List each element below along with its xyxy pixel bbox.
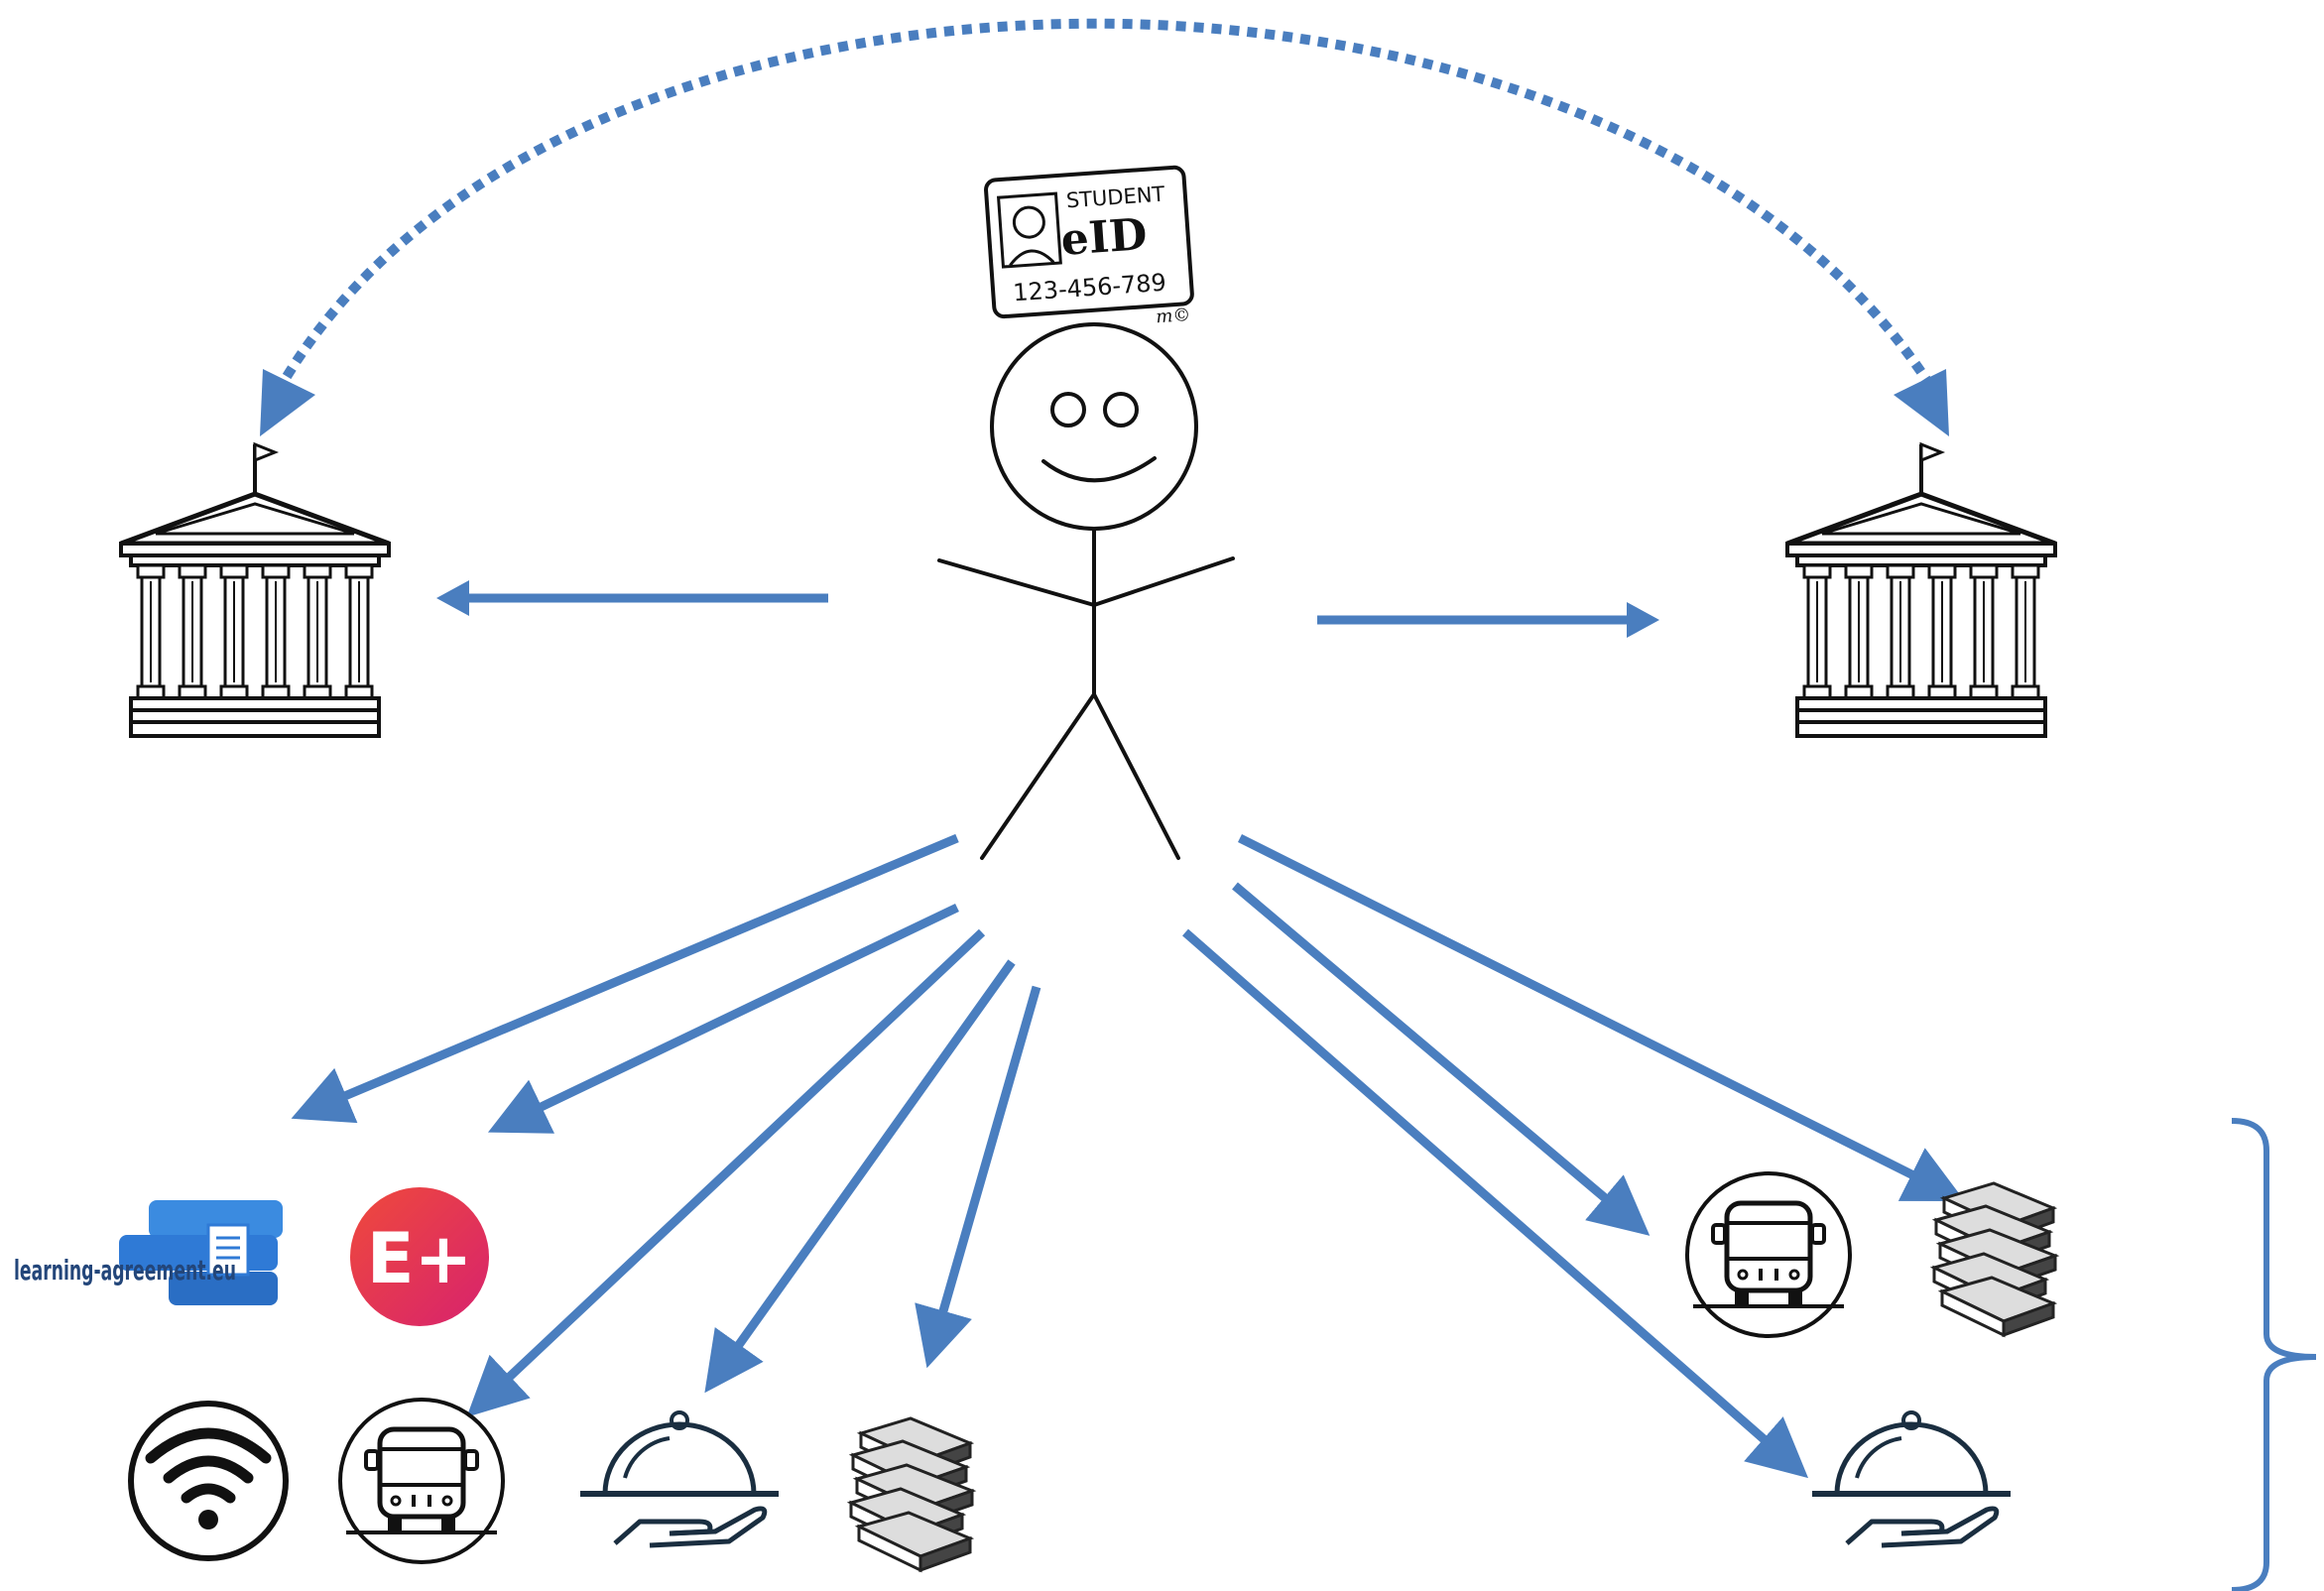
learning-agreement-logo: learning-agreement.eu	[14, 1200, 283, 1305]
home-university-icon	[121, 444, 389, 736]
arrow-to-books	[915, 985, 1041, 1369]
arrow-to-host-university	[1317, 602, 1659, 638]
arrow-to-host-bus	[1232, 882, 1651, 1236]
meal-icon	[580, 1412, 779, 1545]
student-figure	[937, 322, 1235, 860]
exchange-arrowhead-right-icon	[1894, 369, 1949, 436]
arrow-to-wifi-bus	[466, 928, 986, 1417]
arrow-to-home-university	[436, 580, 828, 616]
erasmus-plus-logo: E+	[350, 1187, 489, 1326]
host-university-icon	[1787, 444, 2055, 736]
erasmus-plus-text: E+	[367, 1218, 472, 1299]
arrow-to-erasmus-plus	[487, 903, 959, 1134]
arrow-to-host-meal	[1182, 928, 1809, 1479]
arrow-to-host-books	[1237, 833, 1965, 1201]
wifi-icon	[128, 1401, 289, 1561]
arrow-to-meal	[704, 959, 1016, 1394]
books-icon	[849, 1416, 974, 1572]
card-mark: m©	[1156, 305, 1191, 327]
learning-agreement-text: learning-agreement.eu	[14, 1254, 236, 1286]
card-eid-label: eID	[1059, 209, 1149, 266]
service-arrows	[291, 833, 1965, 1479]
exchange-arrowhead-left-icon	[260, 369, 315, 436]
bus-icon	[340, 1400, 503, 1562]
host-bus-icon	[1687, 1173, 1850, 1336]
host-books-icon	[1932, 1181, 2057, 1337]
exchange-dotted-arrow	[273, 18, 1939, 395]
host-meal-icon	[1812, 1412, 2011, 1545]
host-services-brace	[2231, 1118, 2317, 1591]
student-eid-card: STUDENT eID 123-456-789 m©	[984, 165, 1194, 327]
arrow-to-learning-agreement	[291, 833, 959, 1124]
